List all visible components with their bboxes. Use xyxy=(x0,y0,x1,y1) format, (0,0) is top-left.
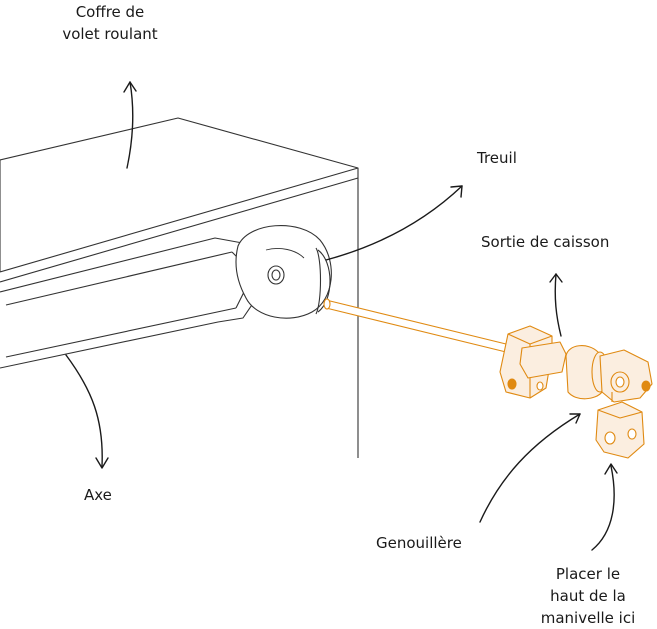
arrow-treuil xyxy=(325,185,463,261)
arrow-genouillere xyxy=(479,413,581,523)
arrow-coffre xyxy=(126,81,134,169)
arrow-placer xyxy=(591,465,615,551)
label-placer: Placer le haut de la manivelle ici xyxy=(523,563,653,629)
crank-assembly xyxy=(323,298,653,459)
winch xyxy=(235,225,332,319)
label-coffre-line-2: volet roulant xyxy=(62,25,158,43)
arrow-axe xyxy=(65,354,103,467)
label-coffre-line-1: Coffre de xyxy=(75,3,145,21)
label-axe: Axe xyxy=(84,486,112,504)
label-coffre: Coffre de volet roulant xyxy=(40,1,180,45)
label-sortie: Sortie de caisson xyxy=(481,233,610,251)
label-placer-line-2: haut de la xyxy=(550,587,626,605)
label-genouillere: Genouillère xyxy=(376,534,462,552)
axle xyxy=(0,237,263,369)
arrow-sortie xyxy=(554,273,562,337)
label-placer-line-1: Placer le xyxy=(555,565,621,583)
annotation-arrows xyxy=(65,81,618,551)
label-placer-line-3: manivelle ici xyxy=(540,609,636,627)
label-treuil: Treuil xyxy=(477,149,517,167)
